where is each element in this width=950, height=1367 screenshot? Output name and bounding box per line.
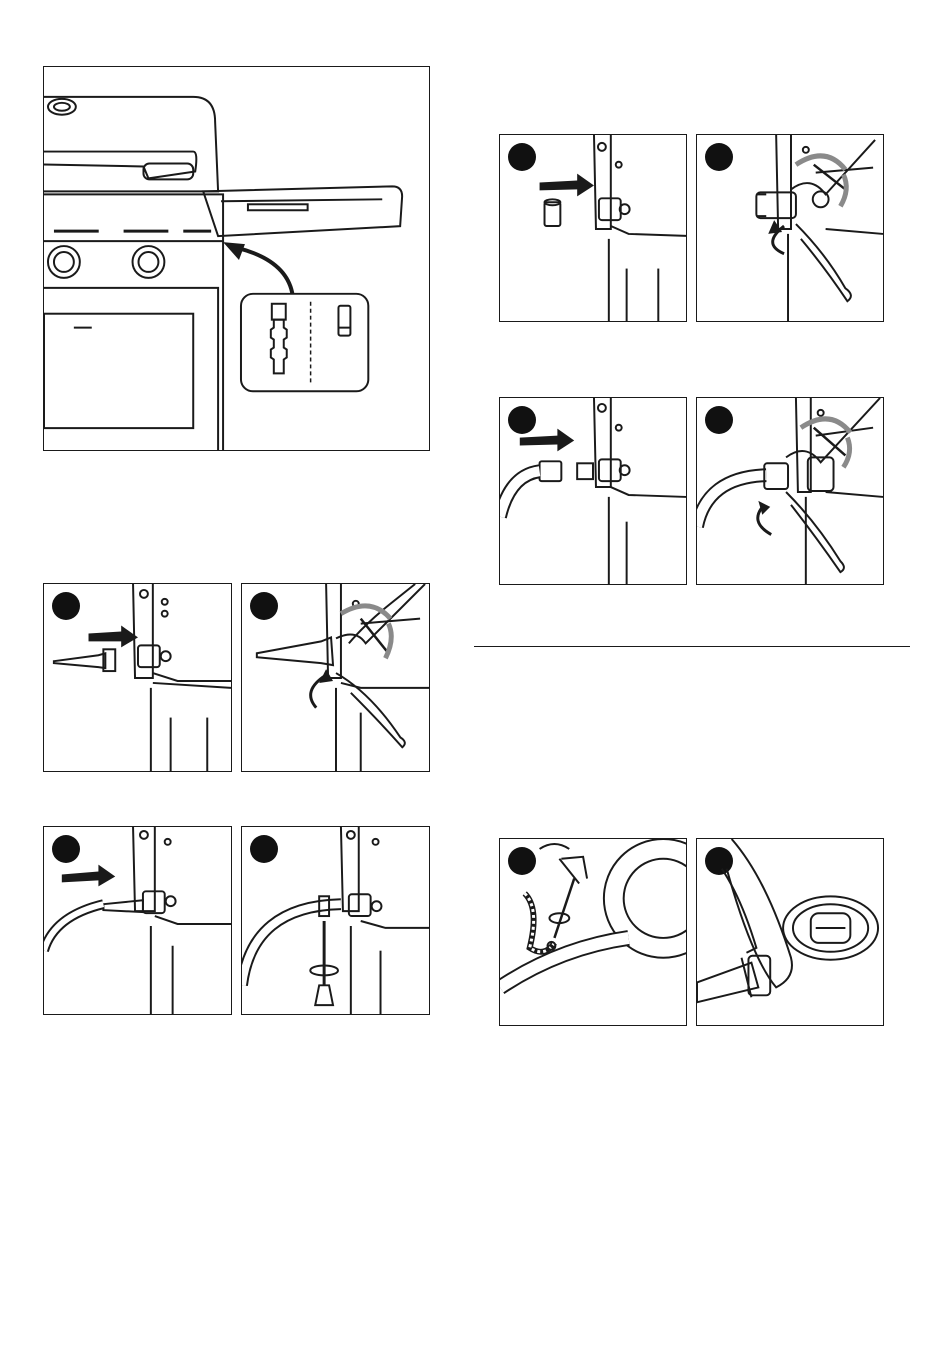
nozzle-insert-illustration: [44, 584, 231, 771]
hose-push-illustration: [44, 827, 231, 1014]
clamp-tighten-illustration: [242, 827, 429, 1014]
step-panel-connect-hose-nut: [499, 397, 687, 585]
step-panel-tighten-adapter: [696, 134, 884, 322]
regulator-bottle-illustration: [697, 839, 883, 1025]
step-panel-insert-nozzle: [43, 583, 232, 772]
overview-figure: [43, 66, 430, 451]
step-panel-push-hose: [43, 826, 232, 1015]
step-panel-tighten-clamp: [241, 826, 430, 1015]
step-panel-attach-regulator: [696, 838, 884, 1026]
step-panel-insert-adapter: [499, 134, 687, 322]
section-divider: [474, 646, 910, 647]
adapter-wrench-illustration: [697, 135, 883, 321]
hose-nut-connect-illustration: [500, 398, 686, 584]
step-panel-tighten-nozzle: [241, 583, 430, 772]
step-panel-clamp-regulator: [499, 838, 687, 1026]
hose-nut-wrench-illustration: [697, 398, 883, 584]
adapter-insert-illustration: [500, 135, 686, 321]
step-panel-tighten-hose-nut: [696, 397, 884, 585]
grill-overview-illustration: [44, 67, 429, 450]
wrench-tighten-illustration: [242, 584, 429, 771]
regulator-clamp-illustration: [500, 839, 686, 1025]
